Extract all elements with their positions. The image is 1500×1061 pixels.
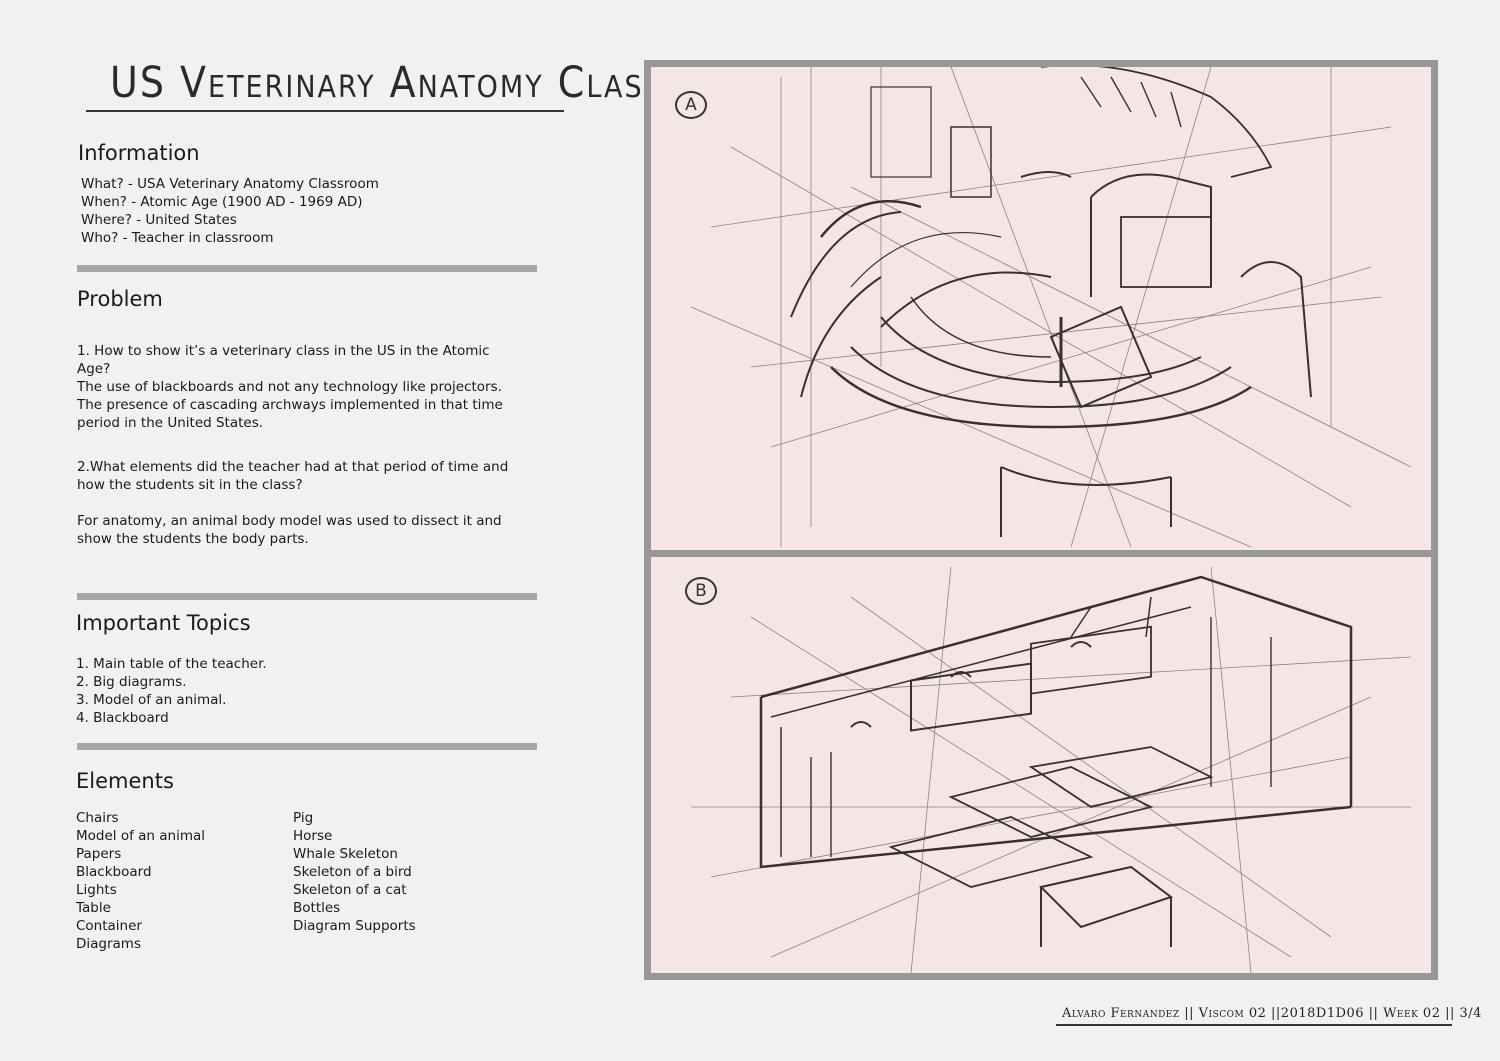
topics-heading: Important Topics [76,611,251,635]
classroom-sketch-a [690,67,1412,548]
divider-3 [77,743,537,750]
problem-question-2: 2.What elements did the teacher had at t… [77,459,509,493]
element-item: Chairs [76,810,119,826]
element-item: Diagram Supports [293,918,416,934]
elements-column-1: Chairs Model of an animal Papers Blackbo… [76,809,205,953]
sketch-panel-a: A [644,60,1438,558]
sketch-panel-b: B [644,550,1438,980]
information-heading: Information [78,141,200,165]
topic-item: 4. Blackboard [76,710,169,726]
panel-b-label: B [685,577,717,605]
artist-signature: Alvaro Fernandez || Viscom 02 ||2018D1D0… [1062,1006,1482,1021]
element-item: Papers [76,846,122,862]
elements-heading: Elements [76,769,174,793]
element-item: Model of an animal [76,828,206,844]
panel-a-label: A [675,91,707,119]
element-item: Skeleton of a cat [293,882,407,898]
info-line-where: Where? - United States [81,212,237,228]
elements-column-2: Pig Horse Whale Skeleton Skeleton of a b… [293,809,416,935]
element-item: Skeleton of a bird [293,864,412,880]
element-item: Diagrams [76,936,141,952]
title-underline [86,110,564,112]
problem-question-1: 1. How to show it’s a veterinary class i… [77,343,490,377]
problem-answer-2: For anatomy, an animal body model was us… [77,513,502,547]
classroom-sketch-b [691,566,1412,973]
divider-1 [77,265,537,272]
element-item: Table [76,900,111,916]
information-list: What? - USA Veterinary Anatomy Classroom… [81,175,379,247]
topic-item: 1. Main table of the teacher. [76,656,267,672]
page-title: US Veterinary Anatomy Class [110,58,663,108]
topic-item: 2. Big diagrams. [76,674,187,690]
problem-answer-1: The use of blackboards and not any techn… [77,379,503,431]
element-item: Whale Skeleton [293,846,398,862]
element-item: Lights [76,882,117,898]
info-line-when: When? - Atomic Age (1900 AD - 1969 AD) [81,194,363,210]
signature-underline [1056,1024,1452,1026]
divider-2 [77,593,537,600]
element-item: Container [76,918,142,934]
topic-item: 3. Model of an animal. [76,692,227,708]
topics-list: 1. Main table of the teacher. 2. Big dia… [76,655,267,727]
problem-heading: Problem [77,287,163,311]
element-item: Bottles [293,900,341,916]
element-item: Horse [293,828,333,844]
info-line-what: What? - USA Veterinary Anatomy Classroom [81,176,379,192]
element-item: Pig [293,810,314,826]
element-item: Blackboard [76,864,152,880]
info-line-who: Who? - Teacher in classroom [81,230,274,246]
